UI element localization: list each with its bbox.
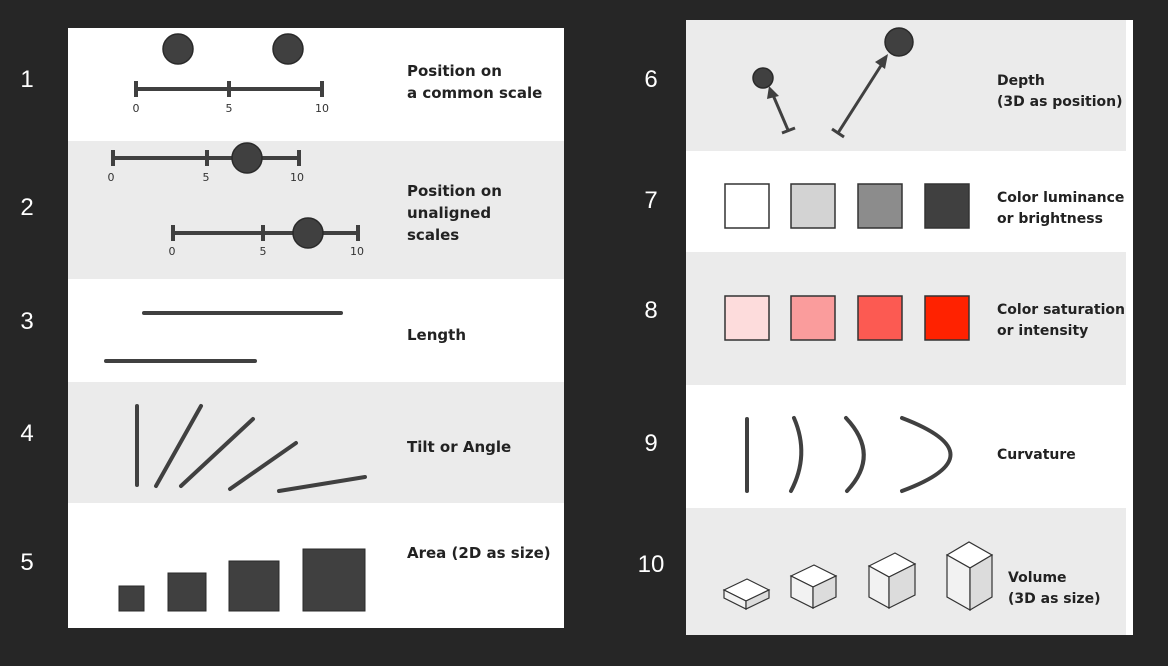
label-length: Length (407, 326, 466, 344)
label-volume: Volume (3D as size) (1008, 570, 1101, 607)
unaligned-top-tick-10: 10 (290, 171, 304, 184)
volume-cube-4 (945, 541, 994, 612)
unaligned-scale-top: 0 5 10 (108, 142, 304, 184)
luminance-swatch-4 (924, 183, 970, 229)
label-position-unaligned: Position on unaligned scales (407, 182, 502, 244)
right-panel: Depth (3D as position) Color luminance o… (686, 20, 1133, 635)
row-number-2: 2 (20, 194, 34, 221)
label-depth: Depth (3D as position) (997, 73, 1123, 110)
curvature-line-4 (900, 416, 953, 493)
luminance-swatch-3 (857, 183, 903, 229)
scale-tick-5: 5 (226, 102, 233, 115)
row-number-5: 5 (20, 549, 34, 576)
unaligned-bottom-tick-10: 10 (350, 245, 364, 258)
label-area: Area (2D as size) (407, 544, 551, 562)
unaligned-top-tick-0: 0 (108, 171, 115, 184)
area-square-4 (302, 548, 366, 612)
volume-cube-3 (867, 552, 917, 610)
unaligned-top-tick-5: 5 (203, 171, 210, 184)
row-number-1: 1 (20, 66, 34, 93)
tilt-line-2 (154, 404, 203, 488)
label-curvature: Curvature (997, 447, 1076, 463)
depth-large (831, 27, 914, 139)
label-luminance: Color luminance or brightness (997, 190, 1125, 227)
area-square-3 (228, 560, 280, 612)
row-number-8: 8 (644, 297, 658, 324)
volume-cube-2 (789, 564, 838, 609)
row-position-unaligned (68, 141, 564, 279)
unaligned-bottom-tick-5: 5 (260, 245, 267, 258)
saturation-swatch-3 (857, 295, 903, 341)
row-number-9: 9 (644, 430, 658, 457)
unaligned-dot-top (231, 142, 263, 174)
volume-cube-1 (722, 578, 771, 610)
luminance-swatch-2 (790, 183, 836, 229)
label-saturation: Color saturation or intensity (997, 302, 1125, 339)
tilt-line-5 (277, 475, 367, 493)
unaligned-bottom-tick-0: 0 (169, 245, 176, 258)
scale-tick-10: 10 (315, 102, 329, 115)
curvature-line-2 (789, 416, 804, 493)
saturation-swatch-2 (790, 295, 836, 341)
luminance-swatch-1 (724, 183, 770, 229)
common-scale-dot-b (272, 33, 304, 65)
common-scale-dot-a (162, 33, 194, 65)
label-position-common: Position on a common scale (407, 62, 543, 102)
curvature-line-3 (844, 416, 866, 493)
depth-small (752, 67, 796, 135)
tilt-line-4 (228, 441, 298, 491)
saturation-swatch-1 (724, 295, 770, 341)
label-tilt: Tilt or Angle (407, 438, 512, 456)
area-square-2 (167, 572, 207, 612)
area-square-1 (118, 585, 145, 612)
row-number-4: 4 (20, 420, 34, 447)
common-scale: 0 5 10 (133, 33, 329, 115)
saturation-swatch-4 (924, 295, 970, 341)
left-panel-art: 0 5 10 0 5 10 0 5 10 (104, 33, 367, 612)
row-length (68, 279, 564, 382)
scale-tick-0: 0 (133, 102, 140, 115)
left-panel: Position on a common scale Position on u… (68, 28, 564, 628)
row-number-7: 7 (644, 187, 658, 214)
unaligned-scale-bottom: 0 5 10 (169, 217, 364, 258)
unaligned-dot-bottom (292, 217, 324, 249)
row-number-3: 3 (20, 308, 34, 335)
tilt-line-3 (179, 417, 255, 488)
row-number-6: 6 (644, 66, 658, 93)
right-panel-art (722, 27, 994, 612)
row-position-common (68, 28, 564, 141)
row-tilt (68, 382, 564, 503)
row-number-10: 10 (637, 551, 665, 578)
